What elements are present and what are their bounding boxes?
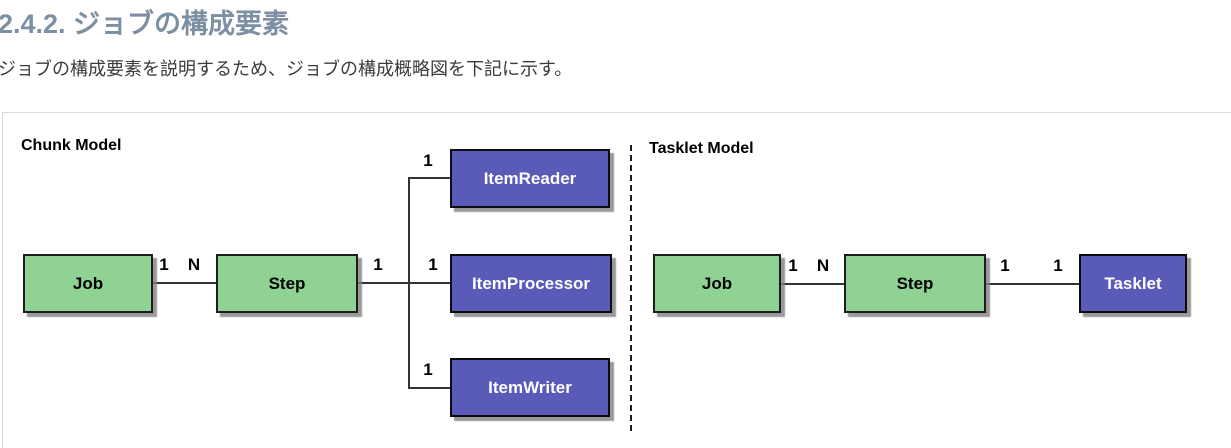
- chunk-model-title: Chunk Model: [21, 137, 122, 154]
- tasklet-model-title: Tasklet Model: [649, 140, 754, 157]
- connector-tasklet-step-tasklet: [984, 283, 1081, 285]
- mult-tasklet-step-out: 1: [1000, 256, 1010, 275]
- mult-chunk-processor: 1: [428, 255, 438, 274]
- connector-chunk-trunk-reader: [408, 177, 452, 179]
- section-heading: 2.4.2. ジョブの構成要素: [0, 9, 290, 39]
- connector-chunk-job-step: [153, 282, 218, 284]
- model-divider-dashed-line: [630, 145, 632, 431]
- intro-paragraph: ジョブの構成要素を説明するため、ジョブの構成概略図を下記に示す。: [0, 59, 573, 79]
- mult-tasklet-job-side: 1: [788, 256, 798, 275]
- mult-chunk-step-out: 1: [373, 255, 383, 274]
- node-chunk-job: Job: [23, 254, 153, 313]
- node-tasklet-job: Job: [653, 254, 781, 313]
- connector-chunk-trunk-writer: [408, 387, 452, 389]
- node-tasklet-tasklet: Tasklet: [1079, 254, 1187, 313]
- mult-tasklet-step-side: N: [816, 256, 830, 275]
- node-chunk-step: Step: [216, 254, 358, 313]
- node-tasklet-step: Step: [844, 254, 986, 313]
- mult-chunk-step-side: N: [187, 255, 201, 274]
- mult-chunk-job-side: 1: [159, 255, 169, 274]
- node-chunk-item-reader: ItemReader: [450, 149, 610, 208]
- mult-tasklet-tasklet-side: 1: [1053, 256, 1063, 275]
- node-chunk-item-processor: ItemProcessor: [450, 254, 612, 313]
- job-components-diagram: Chunk Model Job Step ItemReader ItemProc…: [2, 112, 1231, 448]
- mult-chunk-reader: 1: [423, 151, 433, 170]
- connector-chunk-step-processor: [356, 282, 452, 284]
- mult-chunk-writer: 1: [423, 360, 433, 379]
- connector-chunk-trunk: [408, 177, 410, 389]
- node-chunk-item-writer: ItemWriter: [450, 358, 610, 417]
- connector-tasklet-job-step: [781, 283, 846, 285]
